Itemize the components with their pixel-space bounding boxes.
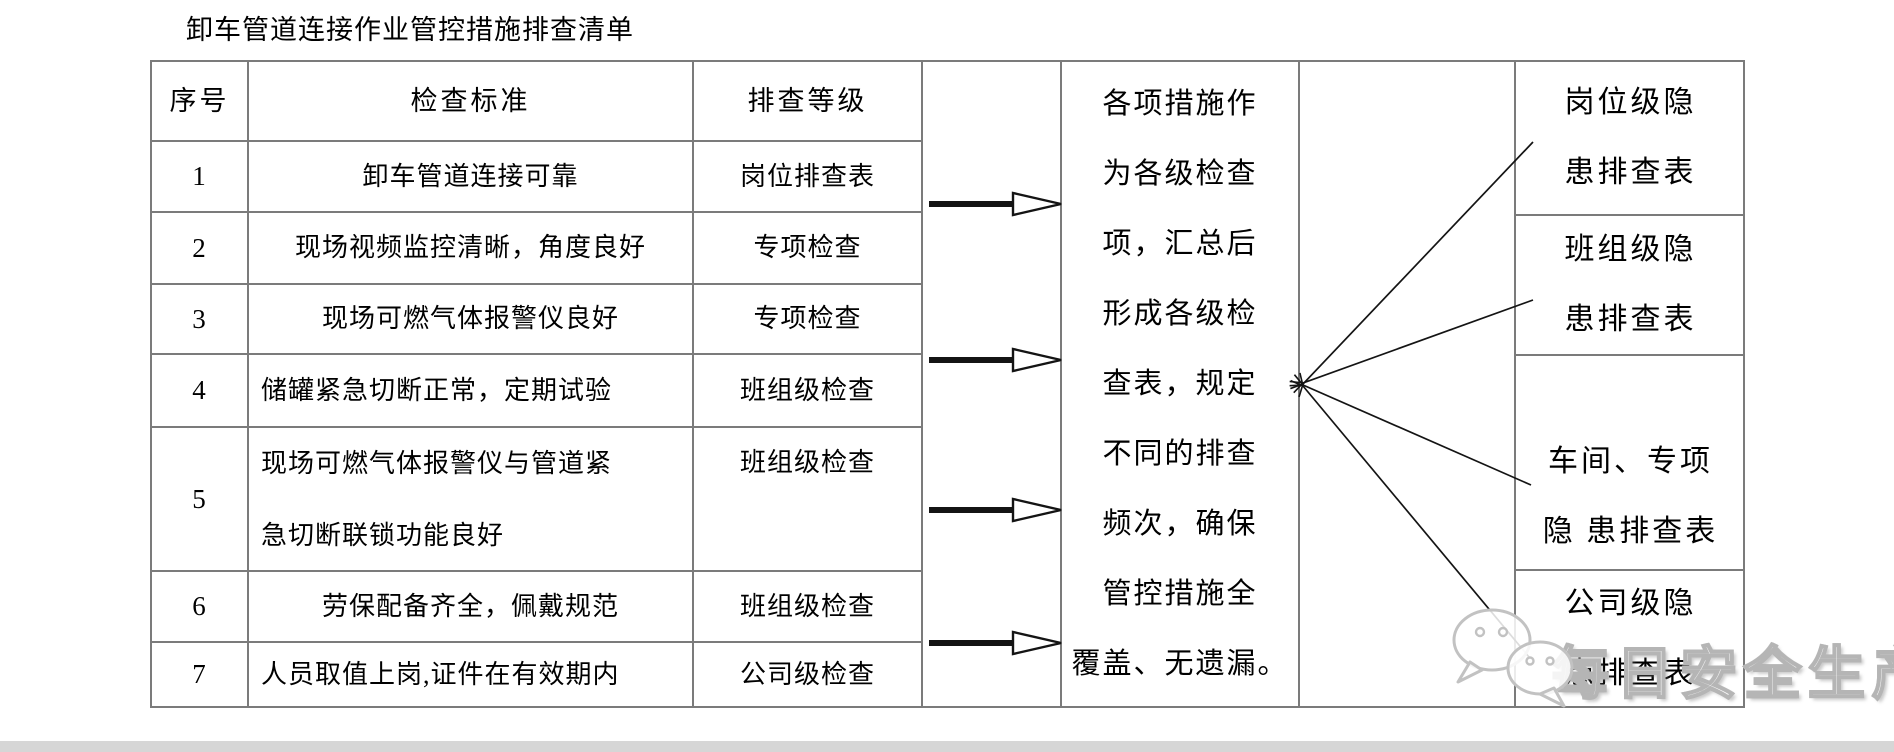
row-2-standard: 现场视频监控清晰，角度良好 (249, 213, 694, 285)
row-1-no: 1 (152, 142, 249, 213)
arrow-right-icon (929, 497, 1062, 523)
summary-note-line: 为各级检查 (1102, 158, 1258, 190)
row-6-level: 班组级检查 (694, 572, 923, 643)
summary-note-line: 频次，确保 (1102, 508, 1258, 540)
row-3-no: 3 (152, 285, 249, 355)
wechat-icon (1452, 608, 1574, 708)
output-box-line: 岗位级隐 (1564, 86, 1697, 119)
row-5-standard: 现场可燃气体报警仪与管道紧 急切断联锁功能良好 (249, 428, 694, 572)
page-bottom-edge (0, 741, 1894, 752)
arrow-right-icon (929, 630, 1062, 656)
row-1-level: 岗位排查表 (694, 142, 923, 213)
separator-line (1298, 62, 1300, 706)
output-box-line: 公司级隐 (1564, 586, 1697, 620)
output-box-company-level: 公司级隐 患排查表 (1516, 571, 1745, 706)
summary-note-line: 管控措施全 (1102, 578, 1258, 610)
output-box-workshop-special: 车间、专项 隐 患排查表 (1516, 356, 1745, 571)
row-6-standard: 劳保配备齐全，佩戴规范 (249, 572, 694, 643)
output-box-team-level: 班组级隐 患排查表 (1516, 216, 1745, 356)
row-5-no: 5 (152, 428, 249, 572)
summary-note-line: 各项措施作 (1102, 88, 1258, 120)
output-box-line: 车间、专项 (1548, 445, 1713, 478)
output-box-line: 患排查表 (1564, 303, 1697, 336)
output-box-line: 班组级隐 (1564, 233, 1697, 266)
summary-note-line: 项，汇总后 (1102, 228, 1258, 260)
column-header-no: 序号 (152, 62, 249, 142)
row-5-level-text: 班组级检查 (739, 448, 875, 477)
row-5-standard-line-2: 急切断联锁功能良好 (261, 521, 505, 550)
checklist-table: 序号 检查标准 排查等级 1 卸车管道连接可靠 岗位排查表 2 现场视频监控清晰… (152, 62, 923, 706)
row-3-level: 专项检查 (694, 285, 923, 355)
separator-line (1060, 62, 1062, 706)
row-4-standard: 储罐紧急切断正常，定期试验 (249, 355, 694, 428)
output-box-line: 患排查表 (1564, 656, 1697, 690)
row-5-level: 班组级检查 (694, 428, 923, 572)
arrow-right-icon (929, 347, 1062, 373)
row-2-no: 2 (152, 213, 249, 285)
arrow-right-icon (929, 191, 1062, 217)
row-2-level: 专项检查 (694, 213, 923, 285)
row-7-no: 7 (152, 643, 249, 706)
output-box-line: 患排查表 (1564, 156, 1697, 189)
row-5-standard-line-1: 现场可燃气体报警仪与管道紧 (261, 449, 613, 478)
flow-arrows (929, 191, 1062, 656)
summary-note-line: 形成各级检 (1102, 298, 1258, 330)
row-6-no: 6 (152, 572, 249, 643)
summary-note: 各项措施作 为各级检查 项，汇总后 形成各级检 查表，规定 不同的排查 频次，确… (1062, 62, 1298, 706)
row-3-standard: 现场可燃气体报警仪良好 (249, 285, 694, 355)
watermark: 每日安全生产 (1551, 642, 1894, 707)
column-header-standard: 检查标准 (249, 62, 694, 142)
summary-note-line: 查表，规定 (1102, 368, 1258, 400)
output-box-post-level: 岗位级隐 患排查表 (1516, 62, 1745, 216)
row-4-no: 4 (152, 355, 249, 428)
output-box-line: 隐 患排查表 (1542, 515, 1719, 548)
row-7-level: 公司级检查 (694, 643, 923, 706)
summary-note-line: 覆盖、无遗漏。 (1071, 648, 1289, 680)
page-title: 卸车管道连接作业管控措施排查清单 (186, 15, 634, 45)
column-header-level: 排查等级 (694, 62, 923, 142)
row-7-standard: 人员取值上岗,证件在有效期内 (249, 643, 694, 706)
output-tables-column: 岗位级隐 患排查表 班组级隐 患排查表 车间、专项 隐 患排查表 公司级隐 患排… (1516, 62, 1745, 706)
summary-note-line: 不同的排查 (1102, 438, 1258, 470)
row-4-level: 班组级检查 (694, 355, 923, 428)
row-1-standard: 卸车管道连接可靠 (249, 142, 694, 213)
